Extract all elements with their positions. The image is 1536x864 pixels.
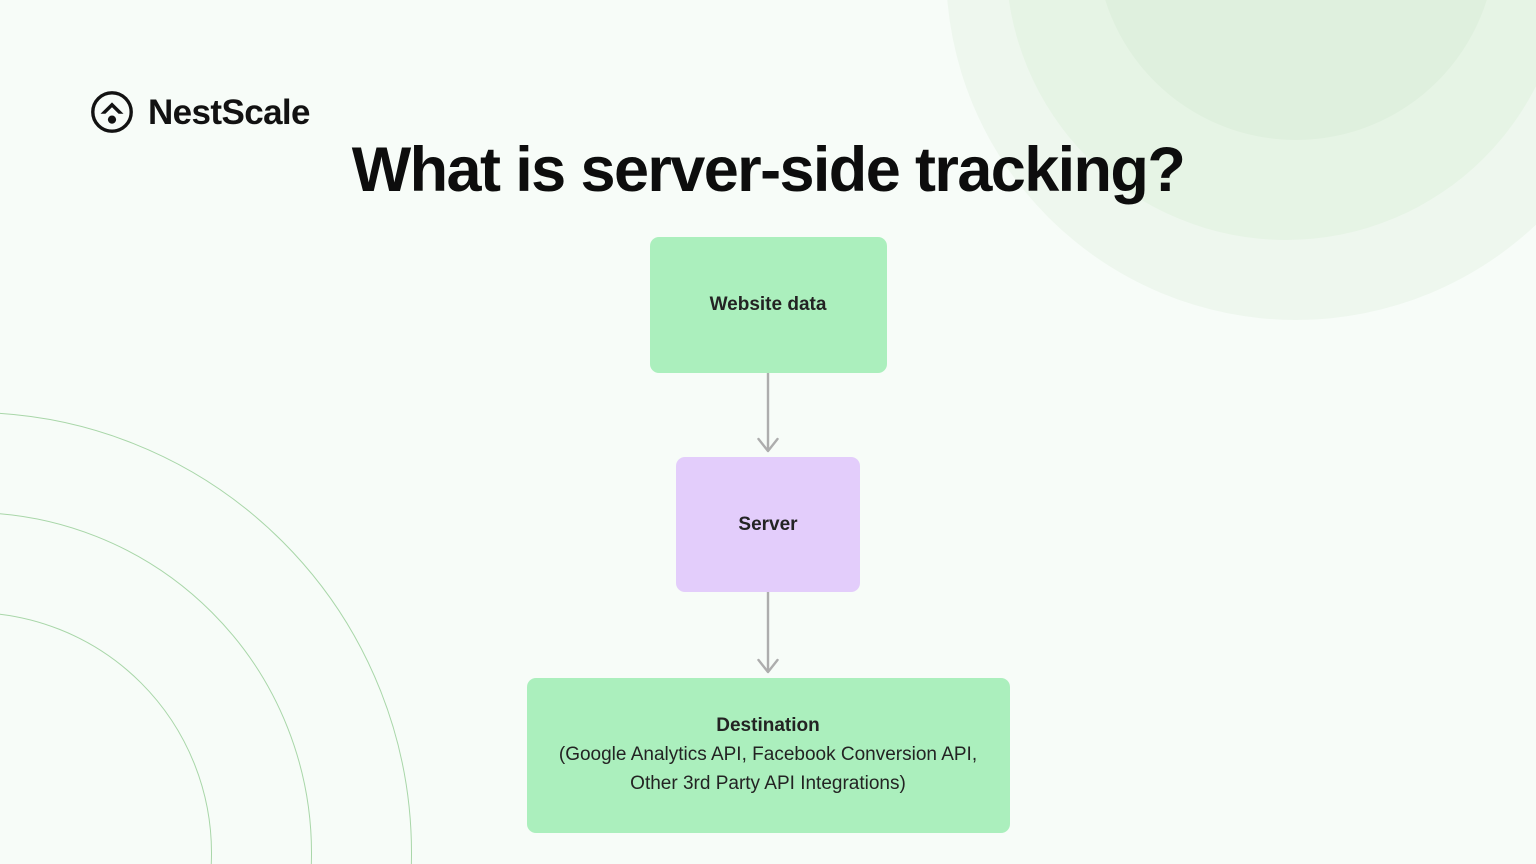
arrow-down-icon: [753, 592, 783, 678]
flow-node-title: Website data: [709, 294, 827, 316]
flow-node-destination: Destination (Google Analytics API, Faceb…: [526, 678, 1010, 833]
flow-diagram: Website data Server Destination (Google …: [0, 237, 1536, 833]
arrow-down-icon: [753, 373, 783, 457]
flow-node-title: Destination: [716, 715, 820, 737]
flow-node-website-data: Website data: [649, 237, 887, 373]
flow-node-server: Server: [676, 457, 860, 592]
decorative-circle-inner: [1096, 0, 1496, 140]
brand-name: NestScale: [148, 92, 311, 132]
brand-logo: NestScale: [90, 90, 311, 134]
flow-node-title: Server: [738, 513, 798, 535]
nestscale-logo-icon: [90, 90, 134, 134]
flow-node-subtitle: (Google Analytics API, Facebook Conversi…: [558, 743, 978, 795]
page-title: What is server-side tracking?: [351, 135, 1186, 205]
